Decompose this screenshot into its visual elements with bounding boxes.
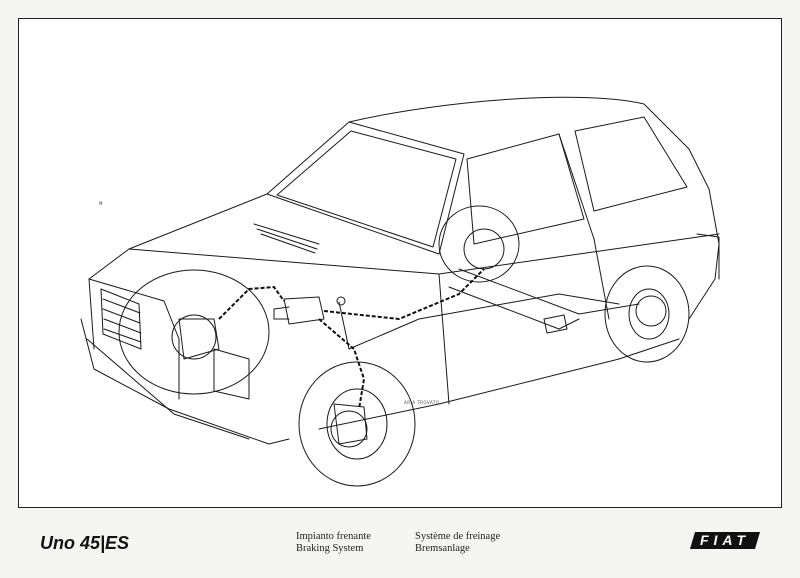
handbrake-knob [336, 296, 346, 306]
caption-german: Bremsanlage [415, 543, 470, 554]
brake-line-rear [323, 268, 485, 321]
headlamp [213, 348, 250, 400]
caption-italian: Impianto frenante [296, 531, 371, 542]
handbrake-lever [338, 301, 350, 350]
front-right-rim [326, 388, 388, 460]
rear-right-wheel [604, 265, 690, 363]
windshield [266, 121, 465, 255]
front-right-wheel [298, 361, 416, 487]
rear-right-rim [628, 288, 670, 340]
rear-drum-right [635, 295, 667, 327]
bumper-lower [86, 338, 250, 440]
front-right-caliper [333, 403, 368, 445]
rear-axle-beam [448, 286, 580, 330]
side-window-front [466, 133, 585, 245]
hood [88, 193, 268, 350]
compensator [543, 314, 568, 334]
front-face [88, 278, 180, 400]
belt-line [438, 233, 720, 275]
artist-signature: ARIA TROVATO [404, 400, 440, 405]
handbrake-cable [348, 293, 620, 350]
cowl-line [128, 248, 440, 275]
sill [318, 338, 680, 430]
car-braking-system-illustration [80, 96, 720, 487]
b-pillar [558, 133, 595, 240]
windshield-inner [276, 130, 457, 248]
caption-column-1: Impianto frenante Braking System [296, 531, 371, 555]
rear-bumper [696, 233, 720, 280]
roof-outline [348, 96, 710, 190]
front-left-wheel-arch [118, 269, 270, 395]
door-line [438, 238, 610, 405]
front-left-caliper [178, 318, 220, 360]
rear-drum-left [463, 228, 505, 270]
brake-line-front-left [218, 285, 285, 320]
front-bumper [80, 318, 290, 445]
rear-axle [458, 268, 640, 315]
brake-booster [273, 306, 290, 320]
side-window-rear [574, 116, 688, 212]
logo-background [690, 532, 760, 549]
grille-bars [102, 298, 142, 343]
rear-body [688, 188, 720, 320]
front-left-disc [171, 314, 217, 360]
caption-french: Système de freinage [415, 531, 501, 542]
fiat-logo-text: FIAT [699, 532, 751, 548]
hood-vent [253, 223, 320, 254]
model-name: Uno 45|ES [40, 533, 130, 553]
caption-english: Braking System [296, 543, 364, 554]
brake-line-front-right [318, 318, 366, 410]
grille [100, 288, 142, 350]
drawing-frame: M ARIA TROVATO [18, 18, 782, 508]
caption-column-2: Système de freinage Bremsanlage [415, 531, 500, 555]
corner-mark: M [99, 201, 103, 206]
fiat-logo: FIAT [690, 532, 760, 549]
rear-left-wheel-arch [438, 205, 520, 283]
master-cylinder [283, 296, 325, 325]
front-right-disc [330, 410, 368, 448]
